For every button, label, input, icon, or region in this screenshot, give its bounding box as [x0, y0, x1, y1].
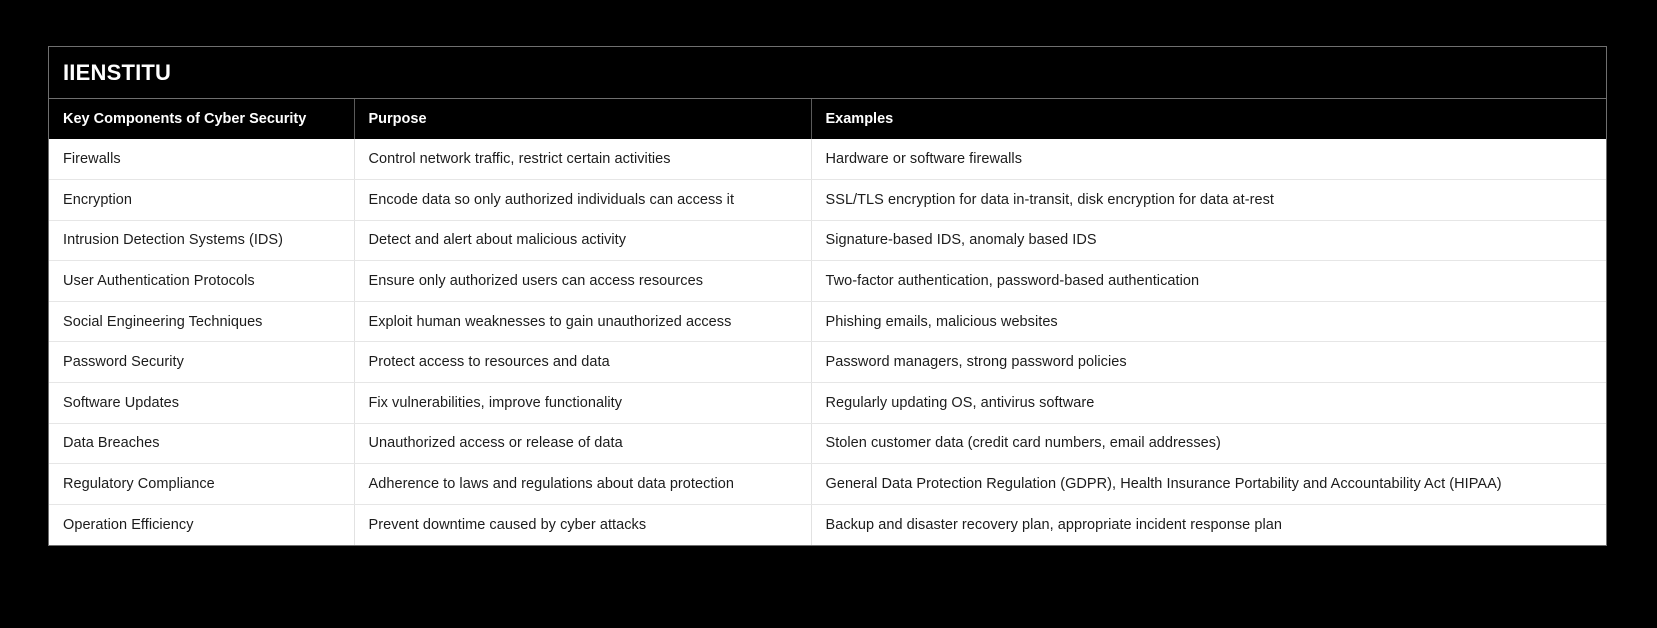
table-row: Social Engineering Techniques Exploit hu… [49, 301, 1606, 343]
cell-examples: General Data Protection Regulation (GDPR… [811, 463, 1606, 505]
table-row: Operation Efficiency Prevent downtime ca… [49, 504, 1606, 545]
cell-purpose: Detect and alert about malicious activit… [354, 220, 812, 262]
cell-component: Operation Efficiency [49, 504, 355, 545]
table-row: Software Updates Fix vulnerabilities, im… [49, 382, 1606, 424]
cell-examples: Password managers, strong password polic… [811, 341, 1606, 384]
table-body: Firewalls Control network traffic, restr… [49, 139, 1606, 545]
cell-component: Encryption [49, 179, 355, 221]
cell-examples: Hardware or software firewalls [811, 139, 1606, 181]
cell-examples: Phishing emails, malicious websites [811, 301, 1606, 343]
table-head: Key Components of Cyber Security Purpose… [49, 99, 1606, 139]
cell-purpose: Ensure only authorized users can access … [354, 260, 812, 302]
cell-examples: Signature-based IDS, anomaly based IDS [811, 220, 1606, 262]
cell-purpose: Exploit human weaknesses to gain unautho… [354, 301, 812, 343]
cell-examples: Backup and disaster recovery plan, appro… [811, 504, 1606, 545]
cell-component: Data Breaches [49, 423, 355, 465]
table-row: User Authentication Protocols Ensure onl… [49, 260, 1606, 302]
table-header-row: Key Components of Cyber Security Purpose… [49, 99, 1606, 139]
table-row: Password Security Protect access to reso… [49, 341, 1606, 384]
cell-examples: Two-factor authentication, password-base… [811, 260, 1606, 302]
brand-logo: IIENSTITU [63, 59, 172, 85]
cell-purpose: Control network traffic, restrict certai… [354, 139, 812, 181]
cell-component: Firewalls [49, 139, 355, 181]
cell-component: Social Engineering Techniques [49, 301, 355, 343]
cell-component: Password Security [49, 341, 355, 384]
cyber-security-table: Key Components of Cyber Security Purpose… [49, 99, 1606, 545]
column-header-examples: Examples [811, 99, 1606, 139]
cell-examples: Regularly updating OS, antivirus softwar… [811, 382, 1606, 424]
cell-purpose: Adherence to laws and regulations about … [354, 463, 812, 505]
cell-purpose: Protect access to resources and data [354, 341, 812, 384]
table-row: Intrusion Detection Systems (IDS) Detect… [49, 220, 1606, 262]
brand-bar: IIENSTITU [49, 47, 1606, 99]
column-header-key-components: Key Components of Cyber Security [49, 99, 355, 139]
column-header-purpose: Purpose [354, 99, 812, 139]
cell-examples: SSL/TLS encryption for data in-transit, … [811, 179, 1606, 221]
cell-purpose: Encode data so only authorized individua… [354, 179, 812, 221]
cell-purpose: Prevent downtime caused by cyber attacks [354, 504, 812, 545]
cell-component: User Authentication Protocols [49, 260, 355, 302]
table-row: Firewalls Control network traffic, restr… [49, 139, 1606, 181]
table-row: Regulatory Compliance Adherence to laws … [49, 463, 1606, 505]
cell-examples: Stolen customer data (credit card number… [811, 423, 1606, 465]
table-row: Encryption Encode data so only authorize… [49, 179, 1606, 221]
cell-component: Intrusion Detection Systems (IDS) [49, 220, 355, 262]
table-row: Data Breaches Unauthorized access or rel… [49, 423, 1606, 465]
cell-component: Regulatory Compliance [49, 463, 355, 505]
cell-purpose: Fix vulnerabilities, improve functionali… [354, 382, 812, 424]
cell-component: Software Updates [49, 382, 355, 424]
cell-purpose: Unauthorized access or release of data [354, 423, 812, 465]
cyber-security-table-card: IIENSTITU Key Components of Cyber Securi… [48, 46, 1607, 546]
